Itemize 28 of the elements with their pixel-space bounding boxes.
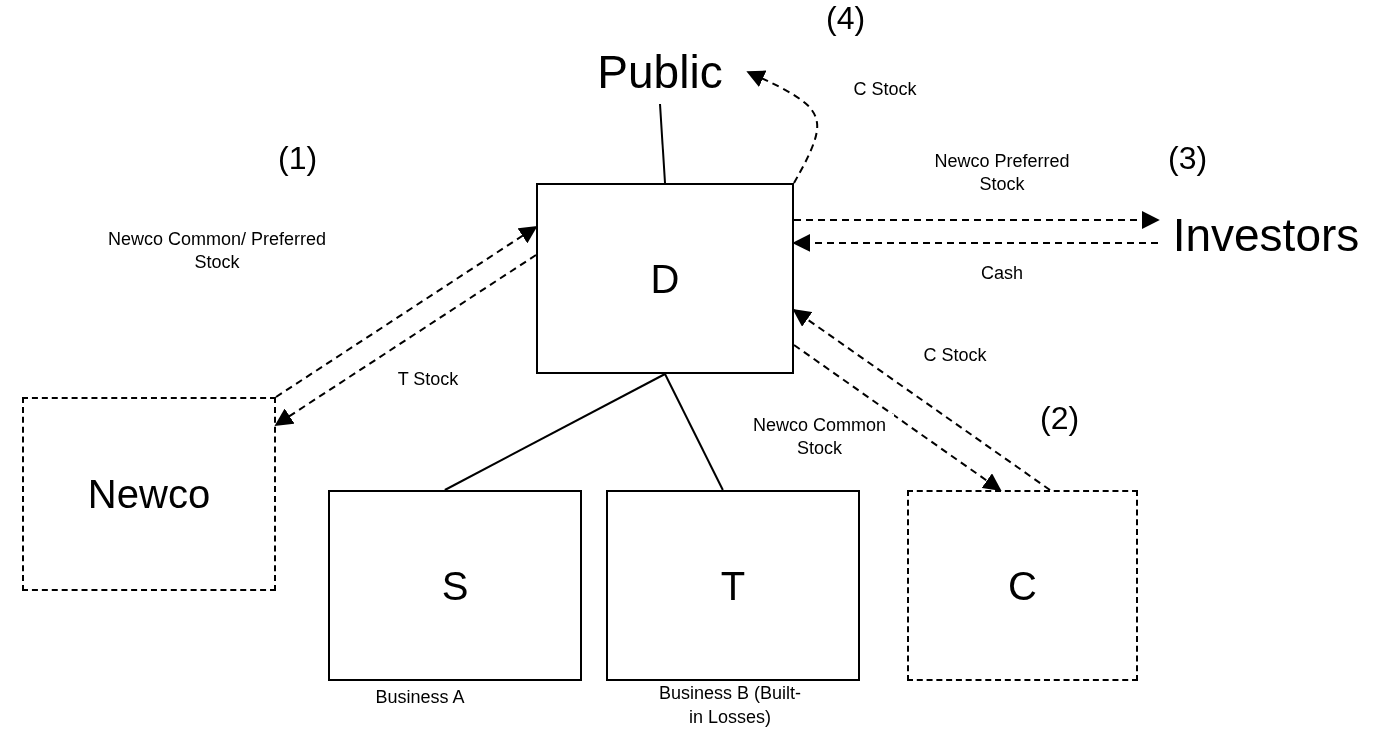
party-label: Investors xyxy=(1158,205,1374,265)
step-number: (1) xyxy=(278,142,318,174)
curved-arrow xyxy=(746,70,819,184)
entity-label: Newco xyxy=(87,474,211,514)
arrow xyxy=(792,309,1051,491)
entity-box xyxy=(606,490,860,681)
step-number: (4) xyxy=(826,2,866,34)
entity-box xyxy=(907,490,1138,681)
entity-label: D xyxy=(650,258,680,299)
arrow xyxy=(275,225,538,398)
arrow xyxy=(793,211,1160,229)
entity-label: C xyxy=(1008,565,1037,606)
step-number: (3) xyxy=(1168,142,1208,174)
entity-label: T xyxy=(720,565,746,606)
connector-line xyxy=(443,373,666,491)
step-number: (2) xyxy=(1040,402,1080,434)
party-label: Public xyxy=(572,40,748,104)
entity-box xyxy=(328,490,582,681)
business-caption: Business A xyxy=(374,686,466,709)
entity-box xyxy=(22,397,276,591)
arrow xyxy=(274,254,537,426)
arrow xyxy=(793,343,1002,492)
business-caption: Business B (Built-in Losses) xyxy=(657,682,803,729)
connector-line xyxy=(659,103,666,184)
entity-label: S xyxy=(441,565,469,606)
entity-box xyxy=(536,183,794,374)
arrow xyxy=(792,233,1159,252)
connector-line xyxy=(664,373,724,491)
